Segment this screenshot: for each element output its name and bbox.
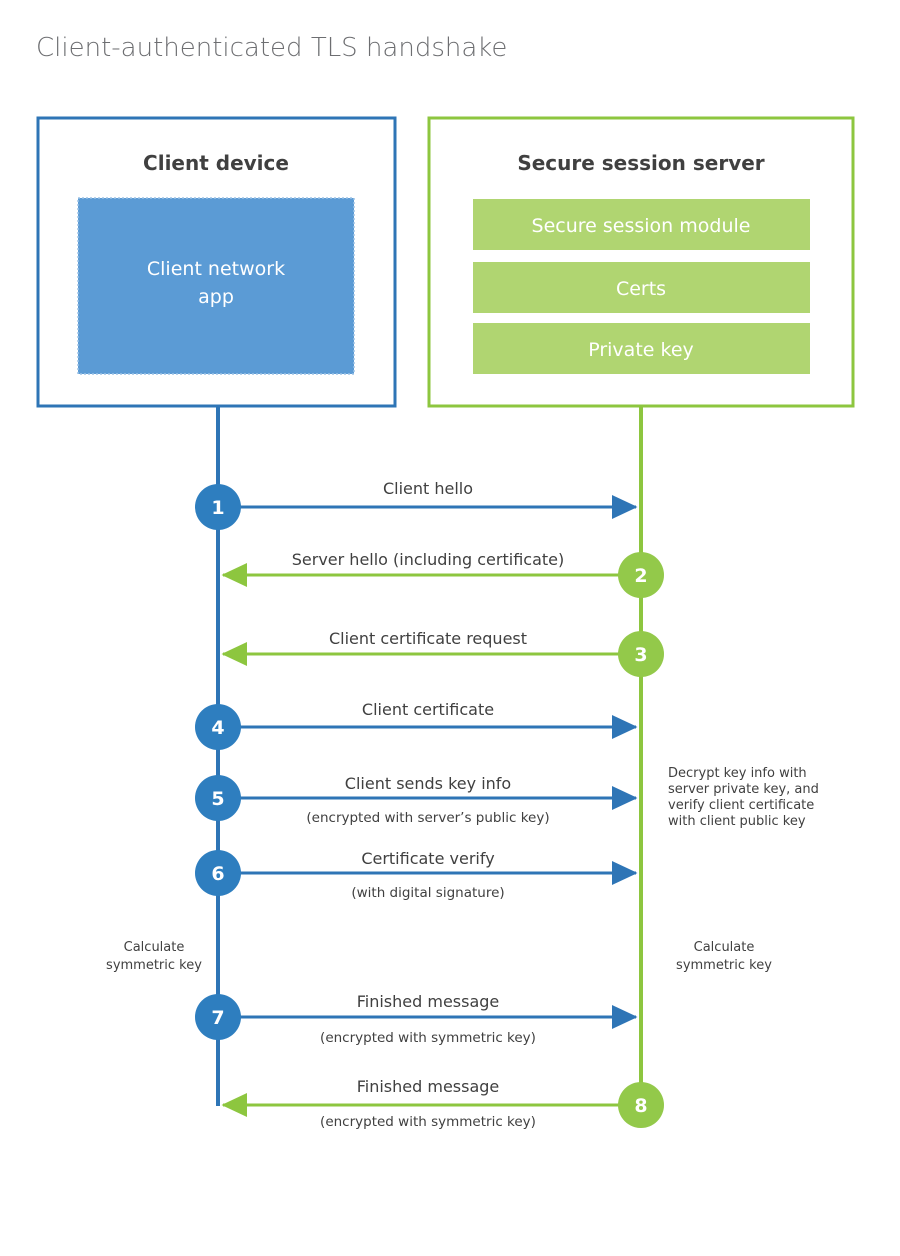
- server-module-label-1: Certs: [616, 278, 666, 300]
- step-6-label: Certificate verify: [361, 849, 494, 868]
- step-1-number: 1: [211, 497, 224, 519]
- step-6: Certificate verify (with digital signatu…: [195, 849, 638, 901]
- server-module-box-2: [473, 323, 810, 374]
- client-calculate-line-1: symmetric key: [106, 958, 202, 973]
- page-title: Client-authenticated TLS handshake: [36, 33, 507, 63]
- step-2-number: 2: [634, 565, 647, 587]
- step-8-number: 8: [634, 1095, 647, 1117]
- step-6-marker: [195, 850, 241, 896]
- step-6-sublabel: (with digital signature): [351, 885, 504, 901]
- server-decrypt-line-0: Decrypt key info with: [668, 766, 807, 781]
- step-7-number: 7: [211, 1007, 224, 1029]
- server-calculate-line-1: symmetric key: [676, 958, 772, 973]
- server-module-label-0: Secure session module: [532, 215, 751, 237]
- client-device-box: Client device Client network app: [36, 116, 397, 408]
- server-module-box-0: [473, 199, 810, 250]
- secure-session-server-box: Secure session server Secure session mod…: [427, 116, 855, 408]
- server-calculate-line-0: Calculate: [694, 940, 755, 955]
- step-7-sublabel: (encrypted with symmetric key): [320, 1030, 536, 1046]
- server-decrypt-line-2: verify client certificate: [668, 798, 814, 813]
- step-8: Finished message (encrypted with symmetr…: [221, 1077, 664, 1130]
- step-3-marker: [618, 631, 664, 677]
- step-5-number: 5: [211, 788, 224, 810]
- step-2-label: Server hello (including certificate): [292, 550, 564, 569]
- client-calculate-line-0: Calculate: [124, 940, 185, 955]
- step-8-sublabel: (encrypted with symmetric key): [320, 1114, 536, 1130]
- step-4-label: Client certificate: [362, 700, 494, 719]
- step-7-label: Finished message: [357, 992, 500, 1011]
- step-3: Client certificate request 3: [221, 629, 664, 677]
- step-4: Client certificate 4: [195, 700, 638, 750]
- step-5-sublabel: (encrypted with server’s public key): [306, 810, 549, 826]
- client-app-label-line1: Client network: [147, 258, 285, 280]
- server-module-label-2: Private key: [588, 339, 694, 361]
- client-network-app-box: [77, 197, 355, 375]
- step-4-number: 4: [211, 717, 224, 739]
- server-decrypt-annotation: Decrypt key info with server private key…: [668, 766, 819, 829]
- server-calculate-annotation: Calculate symmetric key: [676, 940, 772, 973]
- client-box-title: Client device: [143, 151, 289, 175]
- client-calculate-annotation: Calculate symmetric key: [106, 940, 202, 973]
- server-decrypt-line-3: with client public key: [668, 814, 806, 829]
- step-6-number: 6: [211, 863, 224, 885]
- server-module-box-1: [473, 262, 810, 313]
- step-1-label: Client hello: [383, 479, 473, 498]
- step-2-marker: [618, 552, 664, 598]
- step-7-marker: [195, 994, 241, 1040]
- step-4-marker: [195, 704, 241, 750]
- step-2: Server hello (including certificate) 2: [221, 550, 664, 598]
- step-7: Finished message (encrypted with symmetr…: [195, 992, 638, 1046]
- step-5-label: Client sends key info: [345, 774, 511, 793]
- server-decrypt-line-1: server private key, and: [668, 782, 819, 797]
- step-1: Client hello 1: [195, 479, 638, 530]
- step-8-label: Finished message: [357, 1077, 500, 1096]
- step-1-marker: [195, 484, 241, 530]
- client-app-label-line2: app: [198, 286, 234, 308]
- server-box-title: Secure session server: [517, 151, 764, 175]
- step-3-label: Client certificate request: [329, 629, 527, 648]
- step-5-marker: [195, 775, 241, 821]
- step-8-marker: [618, 1082, 664, 1128]
- step-5: Client sends key info (encrypted with se…: [195, 774, 638, 826]
- step-3-number: 3: [634, 644, 647, 666]
